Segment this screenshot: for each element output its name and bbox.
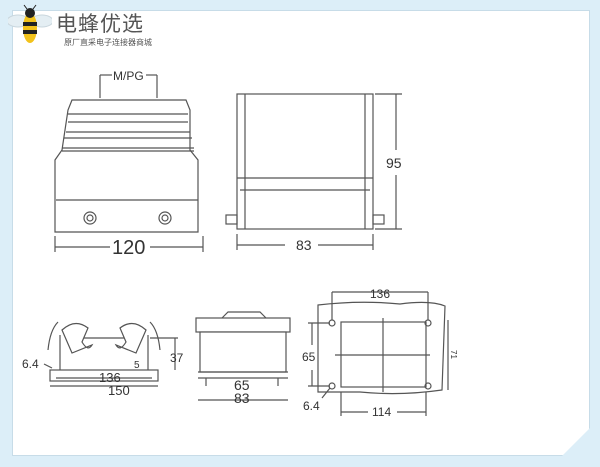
cable-entry-label: M/PG	[113, 69, 144, 83]
drawing-panel	[12, 10, 590, 456]
front-view	[54, 74, 204, 252]
base-inner-width-label: 136	[99, 370, 121, 385]
brand-logo: 电蜂优选 原厂直采电子连接器商城	[8, 4, 208, 50]
side-depth-label: 83	[296, 237, 312, 253]
base-outer-width-label: 150	[108, 383, 130, 398]
mount-left-spacing-label: 65	[302, 350, 316, 364]
front-width-label: 120	[112, 237, 145, 259]
base-side-inner-label: 65	[234, 377, 250, 393]
side-height-label: 95	[386, 155, 402, 171]
base-side-view	[195, 311, 291, 401]
mounting-view	[308, 291, 449, 416]
side-view	[225, 93, 402, 250]
base-height-label: 37	[170, 351, 184, 365]
base-front-view	[43, 321, 178, 387]
brand-title: 电蜂优选	[56, 12, 144, 36]
mount-top-spacing-label: 136	[370, 287, 390, 301]
base-slot-label: 5	[134, 360, 140, 371]
base-offset-label: 6.4	[22, 357, 39, 371]
brand-subtitle: 原厂直采电子连接器商城	[64, 38, 152, 47]
mount-right-spacing-label: 71	[449, 350, 458, 359]
mount-hole-label: 6.4	[303, 399, 320, 413]
bee-icon	[8, 4, 52, 43]
base-side-outer-label: 83	[234, 390, 250, 406]
page-fold-corner	[562, 428, 590, 456]
mount-bottom-width-label: 114	[372, 405, 391, 419]
